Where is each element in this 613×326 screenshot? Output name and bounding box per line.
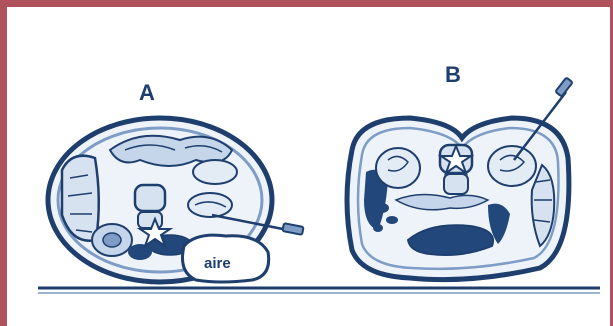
panel-a-cross-section: aire [48, 118, 304, 282]
panel-b-cross-section [347, 77, 573, 279]
panel-b-label: B [445, 62, 461, 87]
panel-a-label: A [139, 80, 155, 105]
air-label: aire [204, 255, 231, 272]
